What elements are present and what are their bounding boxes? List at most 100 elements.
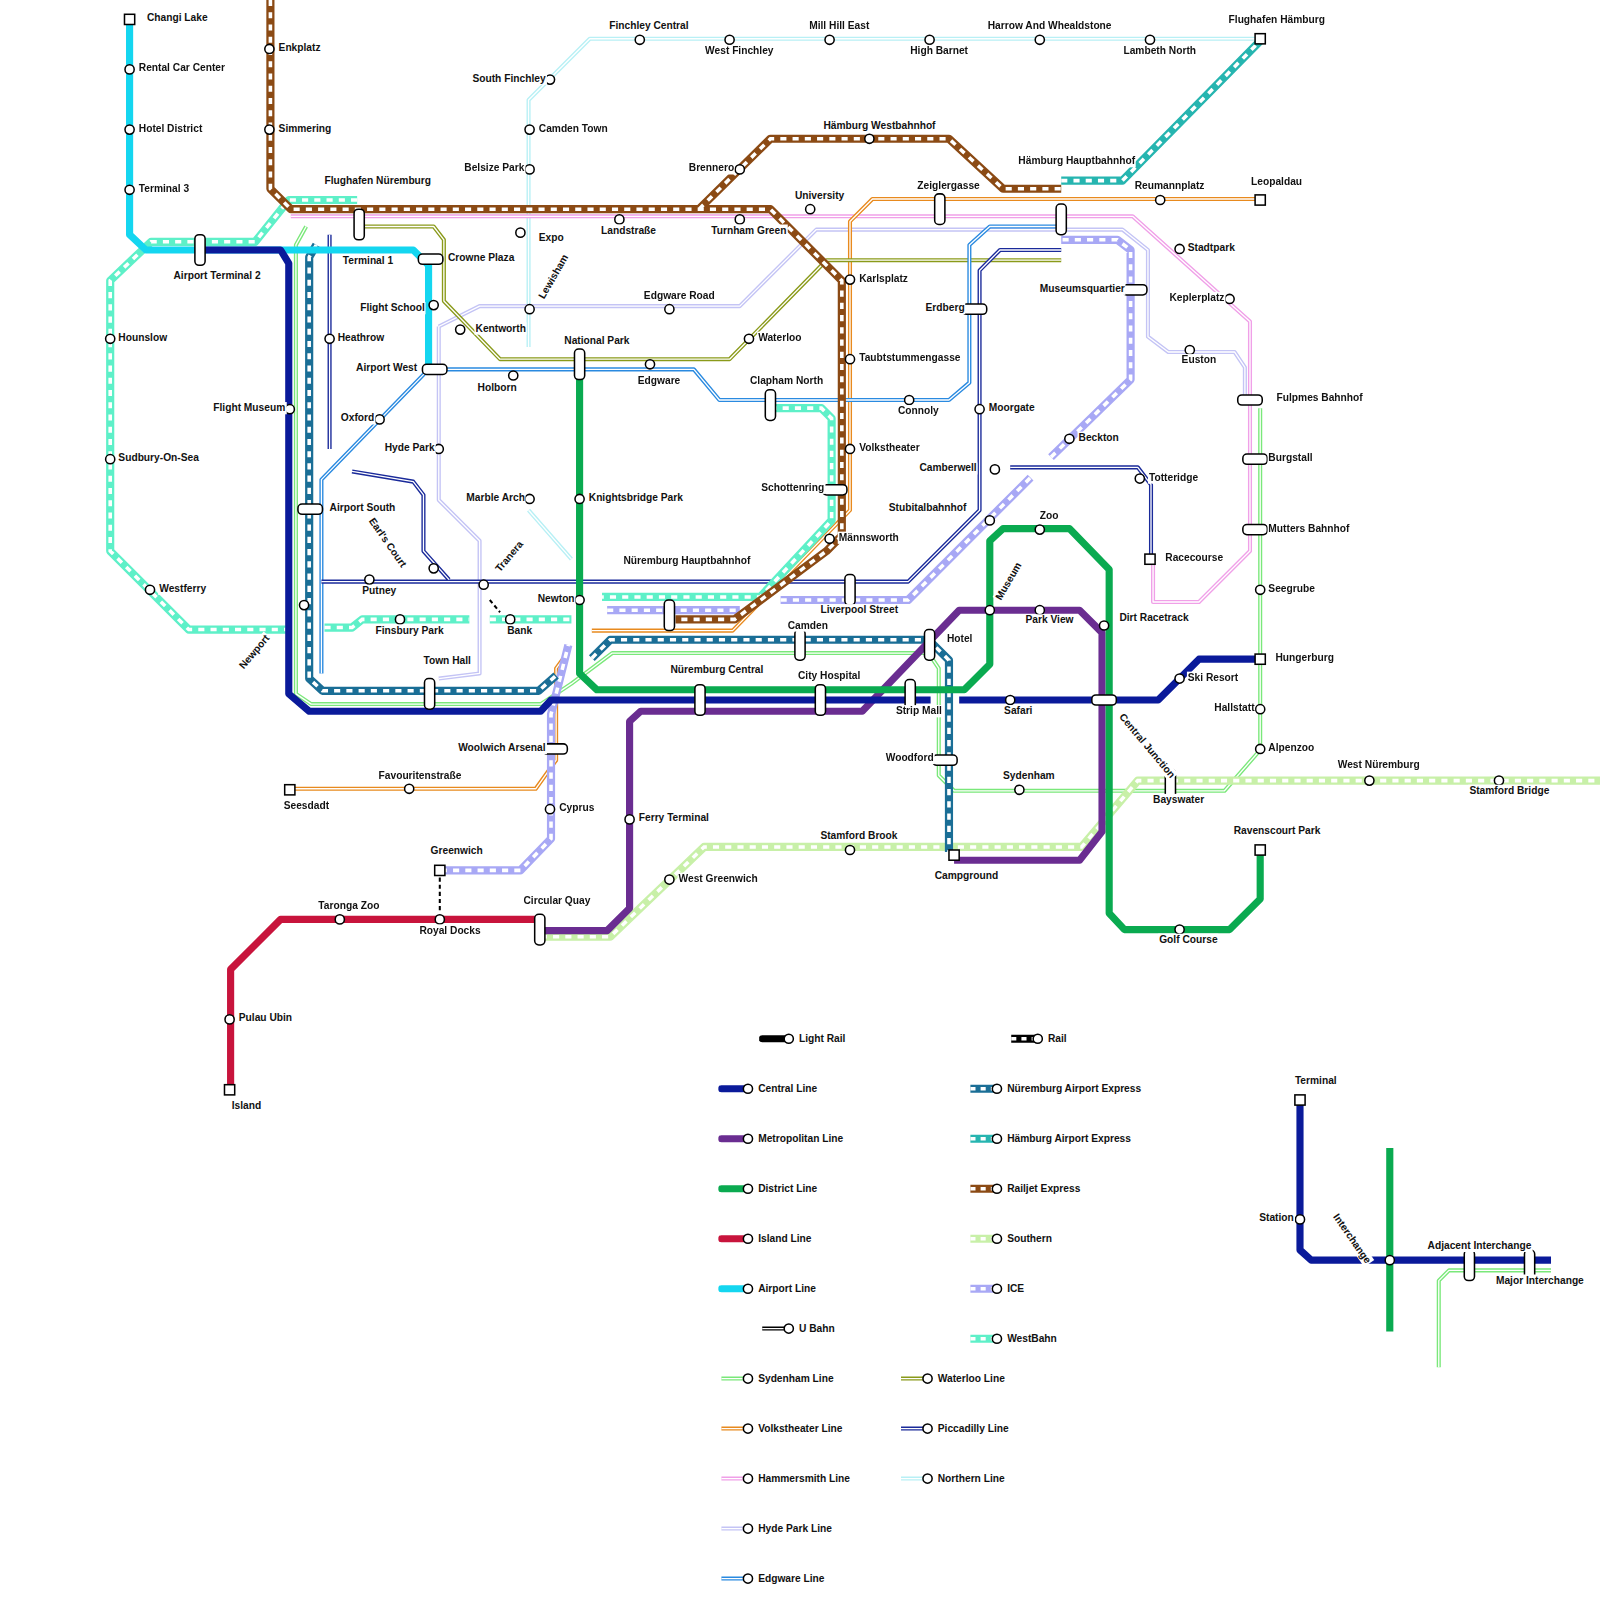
station-name: Tranera [492,538,526,576]
station-dot [125,125,134,134]
station-name: Town Hall [422,655,471,667]
legend-text: Northern Line [937,1472,1006,1484]
station-dot [845,355,854,364]
station-name: Cyprus [558,802,595,814]
terminus-square [1255,34,1265,44]
legend-swatch [718,1081,755,1097]
station-name: Finsbury Park [374,624,444,636]
station-name: Museumsquartier [1039,283,1126,295]
legend-swatch [898,1470,935,1486]
station-name: Newport [236,632,273,673]
station-dot [125,65,134,74]
station-name: Euston [1181,354,1218,366]
station-dot [125,185,134,194]
station-dot [985,516,994,525]
terminus-square [285,785,295,795]
legend-swatch [718,1370,755,1386]
station-name: Expo [538,232,565,244]
station-name: Liverpool Street [819,604,899,616]
legend-text: Island Line [757,1233,812,1245]
legend-dot [743,1284,752,1293]
interchange-bar [574,349,584,380]
terminus-square [124,14,134,24]
station-dot [1175,244,1184,253]
terminus-square [435,865,445,875]
station-dot [375,415,384,424]
station-name: Sydenham [1002,769,1056,781]
legend-text: Hyde Park Line [757,1522,833,1534]
station-name: Station [1258,1212,1295,1224]
legend-swatch [967,1231,1004,1247]
station-name: Hyde Park [384,442,436,454]
station-name: Totteridge [1148,471,1199,483]
legend-text: Sydenham Line [757,1372,834,1384]
station-name: Beckton [1078,432,1120,444]
station-dot [1035,525,1044,534]
station-name: Mill Hill East [808,19,870,31]
station-name: Camden Town [538,122,609,134]
station-name: Hungerburg [1274,652,1334,664]
legend-dot [743,1574,752,1583]
station-dot [845,444,854,453]
station-dot [665,305,674,314]
station-dot [635,35,644,44]
station-name: Stubitalbahnhof [888,502,968,514]
station-name: West Greenwich [678,872,759,884]
station-dot [1145,35,1154,44]
terminus-square [1295,1095,1305,1105]
station-dot [429,301,438,310]
station-name: Taubtstummengasse [858,352,961,364]
station-dot [645,360,654,369]
legend-swatch [967,1281,1004,1297]
station-dot [1256,585,1265,594]
station-name: Woodford [885,752,935,764]
interchange-bar [695,685,705,716]
station-name: Clapham North [749,374,824,386]
legend-swatch [718,1231,755,1247]
legend-dot [923,1424,932,1433]
station-name: Harrow And Whealdstone [987,19,1113,31]
station-name: Westferry [158,583,207,595]
station-dot [1295,1215,1304,1224]
station-name: Hotel [946,633,974,645]
station-name: Adjacent Interchange [1427,1240,1533,1252]
interchange-bar [664,600,674,631]
station-name: Island [231,1100,263,1112]
station-dot [806,205,815,214]
station-dot [299,601,308,610]
legend-dot [743,1474,752,1483]
station-name: Terminal [1294,1074,1338,1086]
station-name: Reumannplatz [1134,180,1206,192]
legend-text: Hämburg Airport Express [1006,1133,1132,1145]
station-name: Favouritenstraße [378,769,463,781]
station-dot [525,494,534,503]
legend-dot [923,1474,932,1483]
station-name: Seegrube [1267,583,1316,595]
station-name: Keplerplatz [1168,292,1225,304]
interchange-bar [815,685,825,716]
interchange-bar [1122,285,1146,295]
station-dot [365,575,374,584]
station-dot [106,334,115,343]
station-name: Zoo [1039,510,1060,522]
station-name: Major Interchange [1495,1274,1585,1286]
legend-swatch [967,1331,1004,1347]
legend-dot [743,1084,752,1093]
station-name: Circular Quay [522,895,591,907]
station-name: Royal Docks [418,924,481,936]
legend-dot [992,1084,1001,1093]
station-dot [925,35,934,44]
interchange-bar [935,194,945,225]
interchange-bar [422,364,446,374]
station-dot [456,325,465,334]
station-name: Central Junction [1116,710,1178,781]
station-name: Zeiglergasse [916,180,980,192]
interchange-bar [1464,1250,1474,1281]
station-dot [335,915,344,924]
interchange-bar [822,485,846,495]
station-name: Strip Mall [895,705,943,717]
station-dot [975,405,984,414]
interchange-bar [1243,524,1267,534]
legend-swatch [718,1131,755,1147]
